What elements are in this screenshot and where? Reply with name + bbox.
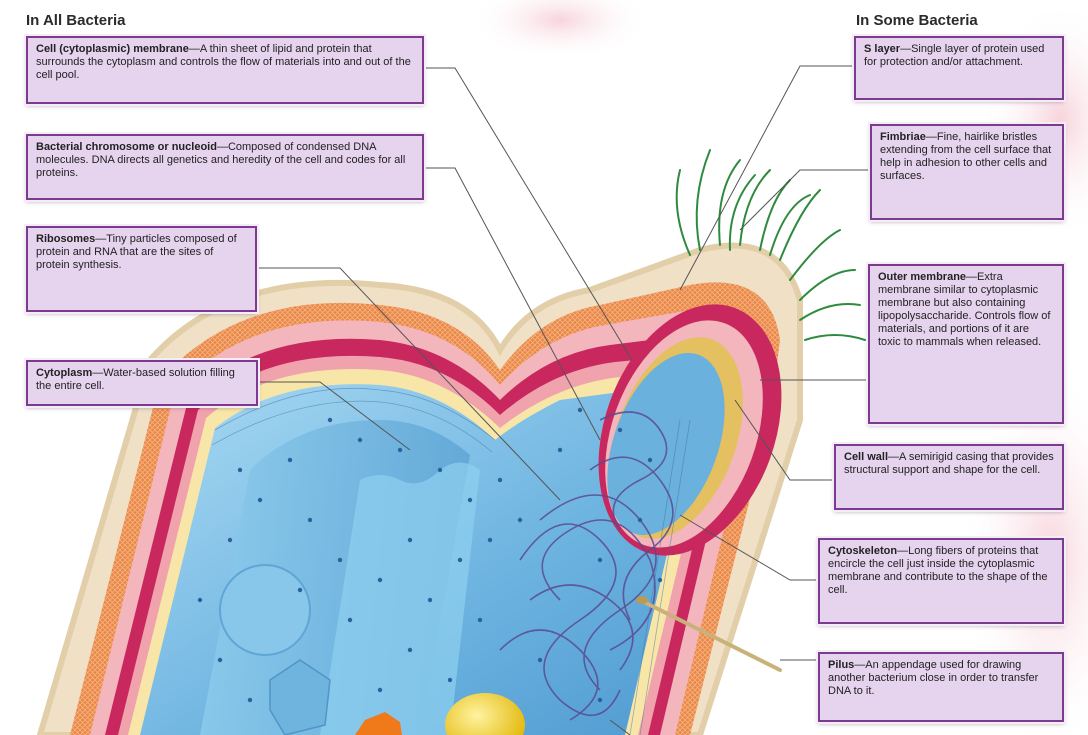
desc-cytoplasm: Water-based solution filling the entire … (36, 367, 235, 392)
desc-cytoskeleton: Long fibers of proteins that encircle th… (828, 545, 1048, 596)
term-cell-membrane: Cell (cytoplasmic) membrane (36, 43, 189, 55)
leader-line-ribosomes (257, 267, 561, 501)
label-chromosome: Bacterial chromosome or nucleoid—Compose… (26, 134, 424, 200)
desc-pilus: An appendage used for drawing another ba… (828, 659, 1039, 697)
desc-cell-wall: A semirigid casing that provides structu… (844, 451, 1054, 476)
ribosome-dots (197, 407, 663, 703)
leader-line-cytoplasm (258, 381, 411, 451)
leader-line-bottom (609, 719, 631, 735)
inclusion-sphere (219, 564, 311, 656)
label-fimbriae: Fimbriae—Fine, hairlike bristles extendi… (870, 124, 1064, 220)
label-outer-membrane: Outer membrane—Extra membrane similar to… (868, 264, 1064, 424)
heading-in-some-bacteria: In Some Bacteria (856, 12, 978, 29)
label-cytoplasm: Cytoplasm—Water-based solution filling t… (26, 360, 258, 406)
term-chromosome: Bacterial chromosome or nucleoid (36, 141, 217, 153)
cytoskeleton-fibers (211, 387, 691, 735)
orange-inclusion (355, 712, 402, 735)
label-cytoskeleton: Cytoskeleton—Long fibers of proteins tha… (818, 538, 1064, 624)
label-ribosomes: Ribosomes—Tiny particles composed of pro… (26, 226, 257, 312)
heading-in-all-bacteria: In All Bacteria (26, 12, 126, 29)
term-cell-wall: Cell wall (844, 451, 889, 463)
yellow-inclusion (445, 693, 525, 735)
leader-line-fimbriae (739, 169, 868, 231)
leader-line-cell-membrane (424, 67, 633, 361)
leader-lines (257, 65, 868, 735)
leader-line-chromosome (424, 167, 601, 441)
label-s-layer: S layer—Single layer of protein used for… (854, 36, 1064, 100)
term-outer-membrane: Outer membrane (878, 271, 967, 283)
inclusion-cube (269, 659, 331, 735)
term-cytoplasm: Cytoplasm (36, 367, 93, 379)
term-cytoskeleton: Cytoskeleton (828, 545, 898, 557)
term-s-layer: S layer (864, 43, 901, 55)
background-blob (470, 0, 650, 60)
pilus-appendage (638, 598, 782, 672)
desc-cell-membrane: A thin sheet of lipid and protein that s… (36, 43, 411, 81)
leader-line-cytoskeleton (679, 514, 816, 581)
desc-fimbriae: Fine, hairlike bristles extending from t… (880, 131, 1052, 182)
label-cell-membrane: Cell (cytoplasmic) membrane—A thin sheet… (26, 36, 424, 104)
pilus-tip (636, 596, 648, 604)
term-fimbriae: Fimbriae (880, 131, 926, 143)
leader-line-cell-wall (734, 399, 832, 481)
fimbriae-hairs (675, 149, 866, 341)
cytoplasm-ridge (320, 462, 480, 735)
term-ribosomes: Ribosomes (36, 233, 96, 245)
label-pilus: Pilus—An appendage used for drawing anot… (818, 652, 1064, 722)
desc-ribosomes: Tiny particles composed of protein and R… (36, 233, 237, 271)
leader-line-s-layer (679, 65, 852, 291)
label-cell-wall: Cell wall—A semirigid casing that provid… (834, 444, 1064, 510)
desc-s-layer: Single layer of protein used for protect… (864, 43, 1045, 68)
desc-chromosome: Composed of condensed DNA molecules. DNA… (36, 141, 406, 179)
desc-outer-membrane: Extra membrane similar to cytoplasmic me… (878, 271, 1051, 348)
term-pilus: Pilus (828, 659, 855, 671)
